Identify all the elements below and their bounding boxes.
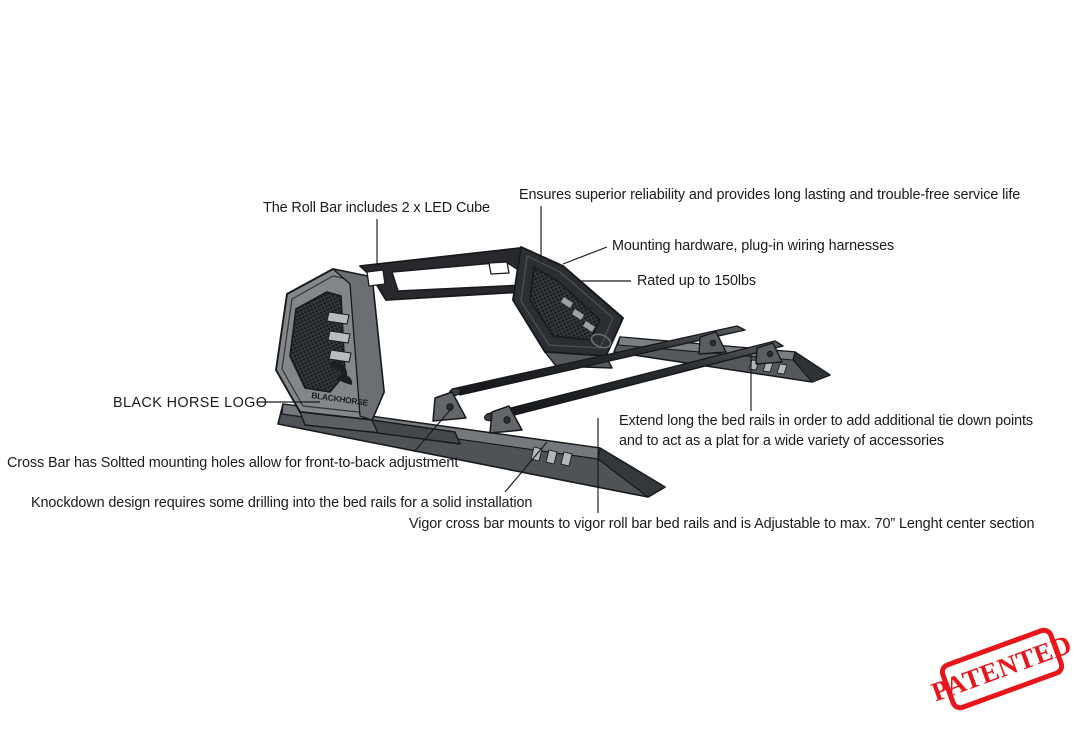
- slot-hole: [776, 363, 788, 375]
- right-panel-mark: [561, 297, 573, 308]
- cross-bar-foot-bolt: [709, 339, 717, 347]
- leader-mounting-hardware: [562, 246, 608, 265]
- callout-mounting-hardware: Mounting hardware, plug-in wiring harnes…: [612, 238, 894, 254]
- slot-hole: [560, 451, 573, 467]
- right-panel-mark: [572, 309, 584, 320]
- led-cube: [328, 349, 352, 363]
- callout-led-cube: The Roll Bar includes 2 x LED Cube: [263, 200, 490, 216]
- roll-bar-bed-rail-connector: [371, 419, 461, 445]
- cross-bar-foot-bolt: [766, 350, 774, 358]
- callout-vigor-cross-bar: Vigor cross bar mounts to vigor roll bar…: [409, 516, 1035, 532]
- roll-bar-frame: BLACKHORSE: [275, 246, 624, 445]
- leader-knockdown: [504, 441, 548, 493]
- patented-stamp-label: PATENTED: [927, 628, 1076, 707]
- horse-head-icon: [336, 374, 353, 385]
- cross-bar-feet: [432, 331, 783, 434]
- bed-rail-extension-end: [792, 351, 831, 383]
- right-panel-mark: [583, 321, 595, 332]
- cross-bar-foot-bolt: [503, 416, 511, 424]
- slot-hole: [545, 449, 558, 465]
- led-cube: [327, 330, 351, 344]
- led-cube-group: [326, 311, 352, 363]
- right-pillar-ring: [590, 333, 612, 349]
- callout-black-horse-logo: BLACK HORSE LOGO: [113, 395, 267, 411]
- callout-cross-bar-slotted: Cross Bar has Soltted mounting holes all…: [7, 455, 458, 471]
- callout-reliability: Ensures superior reliability and provide…: [519, 187, 1020, 203]
- roll-bar-assembly: BLACKHORSE: [275, 246, 831, 498]
- callout-knockdown-design: Knockdown design requires some drilling …: [31, 495, 532, 511]
- callout-extend-bed-rails-line1: Extend long the bed rails in order to ad…: [619, 413, 1033, 429]
- cross-bar-foot-bolt: [446, 403, 454, 411]
- right-pillar-bevel: [520, 255, 614, 349]
- callout-extend-bed-rails-line2: and to act as a plat for a wide variety …: [619, 433, 944, 449]
- top-beam-small-cutout: [488, 261, 510, 275]
- leader-lines: [257, 206, 752, 513]
- patented-stamp-rotator: PATENTED: [927, 624, 1076, 714]
- leader-cross-bar-slotted: [413, 408, 452, 453]
- top-beam-small-cutout: [366, 269, 386, 287]
- cross-bars: [448, 325, 784, 422]
- horse-mane-icon: [329, 361, 348, 379]
- led-cube: [326, 311, 350, 325]
- patented-stamp: PATENTED: [927, 622, 1076, 718]
- callout-rated-150lbs: Rated up to 150lbs: [637, 273, 756, 289]
- bed-rail-end-cap: [597, 447, 666, 498]
- callout-labels: The Roll Bar includes 2 x LED Cube Ensur…: [7, 187, 1035, 532]
